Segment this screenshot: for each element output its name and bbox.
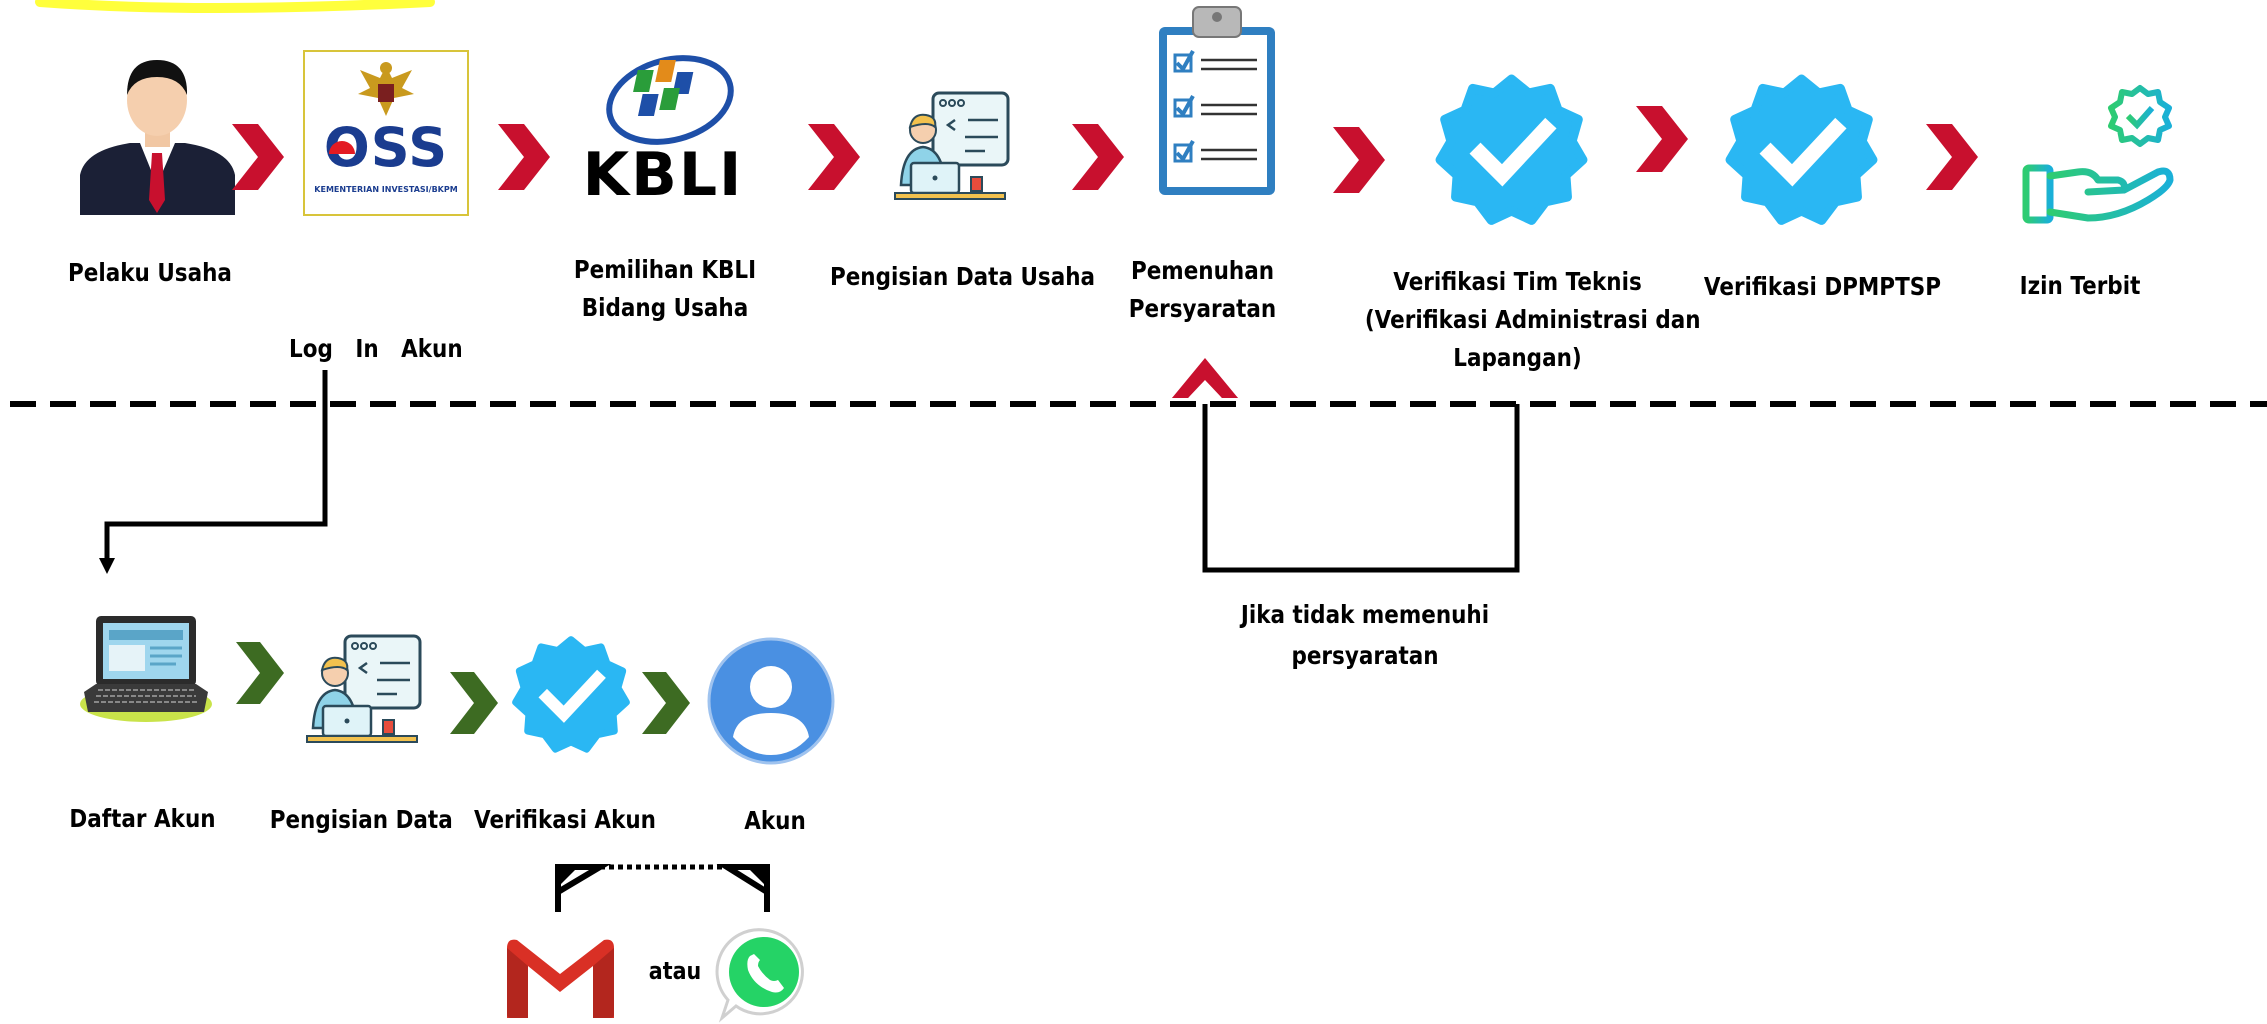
chevron-right-icon xyxy=(1926,124,1978,190)
step-label-izin-terbit: Izin Terbit xyxy=(1994,267,2166,305)
caret-up-icon xyxy=(1172,364,1238,398)
step-label-line: Verifikasi DPMPTSP xyxy=(1703,272,1941,301)
step-label-line: Pengisian Data Usaha xyxy=(829,262,1096,291)
step-label-pengisian-data: Pengisian Data xyxy=(269,801,453,839)
developer-at-laptop-icon xyxy=(306,634,422,743)
oss-logo-subtext: KEMENTERIAN INVESTASI/BKPM xyxy=(314,185,458,194)
step-label-line: Bidang Usaha xyxy=(581,293,749,322)
login-branch-connector xyxy=(104,370,328,560)
step-label-pemenuhan-persyaratan: Pemenuhan Persyaratan xyxy=(1114,252,1290,328)
whatsapp-icon xyxy=(715,928,804,1023)
step-label-line: Persyaratan xyxy=(1128,294,1277,323)
laptop-icon xyxy=(80,616,212,722)
loop-note: Jika tidak memenuhi persyaratan xyxy=(1223,594,1507,676)
garuda-emblem-icon xyxy=(358,62,414,116)
developer-at-laptop-icon xyxy=(894,91,1010,200)
step-label-line: Lapangan) xyxy=(1453,343,1582,372)
step-label-pengisian-data-usaha: Pengisian Data Usaha xyxy=(829,258,1096,296)
clipboard-checklist-icon xyxy=(1159,6,1275,195)
step-label-log-in-akun: Log In Akun xyxy=(289,254,463,406)
chevron-right-icon xyxy=(1636,106,1688,172)
chevron-right-icon xyxy=(236,642,284,704)
loop-back-connector xyxy=(1202,404,1520,573)
step-label-line: Daftar Akun xyxy=(69,804,216,833)
step-label-akun: Akun xyxy=(715,802,835,840)
oss-logo: OSS KEMENTERIAN INVESTASI/BKPM xyxy=(303,50,469,216)
step-label-verifikasi-tim-teknis: Verifikasi Tim Teknis (Verifikasi Admini… xyxy=(1364,263,1701,377)
step-label-pemilihan-kbli: Pemilihan KBLI Bidang Usaha xyxy=(558,251,773,327)
businessman-icon xyxy=(80,60,235,215)
gmail-icon xyxy=(505,938,616,1020)
chevron-right-icon xyxy=(642,672,690,734)
loop-note-line: persyaratan xyxy=(1291,641,1439,670)
kbli-logo-text: KBLI xyxy=(582,140,744,210)
chevron-right-icon xyxy=(450,672,498,734)
oss-red-dot-icon xyxy=(329,141,355,154)
step-label-line: Verifikasi Akun xyxy=(474,805,656,834)
step-label-line: (Verifikasi Administrasi dan xyxy=(1364,305,1701,334)
step-label-line: Log In Akun xyxy=(289,334,463,363)
step-label-line: Verifikasi Tim Teknis xyxy=(1393,267,1642,296)
step-label-verifikasi-akun: Verifikasi Akun xyxy=(470,801,659,839)
step-label-pelaku-usaha: Pelaku Usaha xyxy=(64,254,236,292)
step-label-verifikasi-dpmptsp: Verifikasi DPMPTSP xyxy=(1703,268,1941,306)
chevron-right-icon xyxy=(1072,124,1124,190)
chevron-right-icon xyxy=(1333,127,1385,193)
step-label-line: Pemenuhan xyxy=(1130,256,1275,285)
chevron-right-icon xyxy=(498,124,550,190)
account-circle-icon xyxy=(707,637,835,765)
chevron-right-icon xyxy=(808,124,860,190)
channel-connector-text: atau xyxy=(648,957,702,985)
kbli-logo-mark-icon xyxy=(606,55,734,145)
verified-badge-icon xyxy=(512,636,630,753)
step-label-daftar-akun: Daftar Akun xyxy=(59,800,227,838)
verified-badge-icon xyxy=(1435,74,1588,225)
verified-badge-icon xyxy=(1725,74,1878,225)
step-label-line: Izin Terbit xyxy=(2019,271,2141,300)
chevron-right-icon xyxy=(232,124,284,190)
step-label-line: Pemilihan KBLI xyxy=(573,255,757,284)
hand-with-badge-icon xyxy=(2022,85,2174,224)
loop-note-line: Jika tidak memenuhi xyxy=(1240,600,1490,629)
step-label-line: Akun xyxy=(744,806,806,835)
arrow-down-icon xyxy=(99,558,115,574)
step-label-line: Pengisian Data xyxy=(269,805,453,834)
step-label-line: Pelaku Usaha xyxy=(68,258,232,287)
